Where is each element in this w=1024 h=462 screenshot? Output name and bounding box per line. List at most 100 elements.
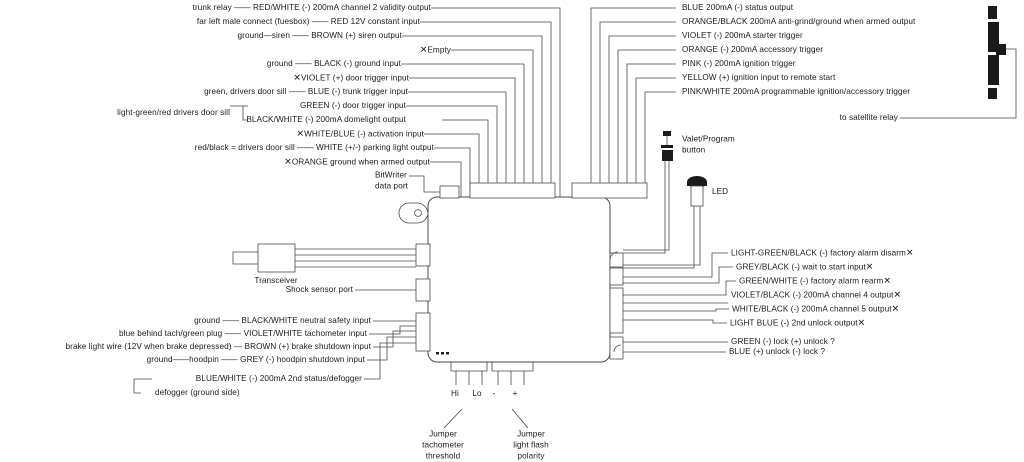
wire-right-6 bbox=[635, 77, 676, 198]
jumper-pin-label-minus: - bbox=[492, 389, 496, 398]
left-bracket-source-text: light-green/red drivers door sill bbox=[117, 108, 230, 117]
left-wire-text-1: RED/WHITE (-) 200mA channel 2 validity o… bbox=[253, 3, 431, 12]
valet-button-body bbox=[662, 150, 673, 161]
left-wire-text-11: WHITE (+/-) parking light output bbox=[316, 143, 434, 152]
bl-source-4: ground——hoodpin bbox=[146, 355, 219, 364]
bottom-left-label-3: brake light wire (12V when brake depress… bbox=[66, 342, 371, 352]
wire-left-12 bbox=[430, 161, 462, 198]
bl-source-2: blue behind tach/green plug bbox=[119, 329, 223, 338]
wire-led-1 bbox=[623, 206, 695, 269]
left-wire-text-12: ORANGE ground when armed output bbox=[291, 157, 430, 167]
right-port-b bbox=[609, 287, 624, 334]
right-mid-text-2: GREY/BLACK (-) wait to start input bbox=[736, 262, 866, 272]
unused-x-icon-rm6: ✕ bbox=[857, 317, 866, 328]
left-wire-label-8: GREEN (-) door trigger input bbox=[300, 101, 406, 111]
jumper-tach-label: Jumper tachometer threshold bbox=[422, 429, 464, 461]
wire-right-5 bbox=[626, 63, 676, 198]
right-top-label-7: PINK/WHITE 200mA programmable ignition/a… bbox=[682, 87, 911, 96]
right-top-label-1: BLUE 200mA (-) status output bbox=[682, 3, 794, 12]
bl-source-1: ground bbox=[194, 316, 221, 325]
left-wire-label-12: ✕ORANGE ground when armed output bbox=[284, 157, 430, 168]
valet-button-cap bbox=[663, 131, 671, 136]
led-label: LED bbox=[712, 187, 729, 196]
left-wire-label-7: green, drivers door sill —— BLUE (-) tru… bbox=[204, 87, 408, 97]
module-body bbox=[427, 196, 611, 363]
left-wire-text-8: GREEN (-) door trigger input bbox=[299, 101, 406, 110]
wire-bl-3 bbox=[373, 330, 416, 348]
satellite-block-2 bbox=[988, 22, 999, 52]
left-wire-text-7: BLUE (-) trunk trigger input bbox=[307, 87, 408, 96]
right-top-label-3: VIOLET (-) 200mA starter trigger bbox=[682, 31, 803, 40]
wire-defogger-bracket bbox=[133, 378, 152, 394]
right-mid-label-3: GREEN/WHITE (-) factory alarm rearm✕ bbox=[739, 276, 891, 287]
left-wire-dash-5: —— bbox=[295, 59, 312, 68]
right-mid-text-5: WHITE/BLACK (-) 200mA channel 5 output bbox=[732, 304, 892, 314]
led-body bbox=[690, 185, 704, 207]
jumper-block-right-outline bbox=[491, 362, 534, 372]
left-wire-source-7: green, drivers door sill bbox=[204, 87, 287, 96]
wire-bl-4 bbox=[367, 336, 416, 361]
wire-rm-3 bbox=[623, 280, 736, 296]
right-mid-label-5: WHITE/BLACK (-) 200mA channel 5 output✕ bbox=[732, 304, 899, 315]
bottom-left-connector bbox=[415, 312, 431, 352]
wire-left-bracket bbox=[230, 105, 248, 121]
left-wire-label-1: trunk relay —— RED/WHITE (-) 200mA chann… bbox=[193, 3, 431, 13]
wire-left-8 bbox=[406, 105, 498, 198]
left-wire-dash-7: —— bbox=[288, 87, 306, 96]
unused-x-icon-rm1: ✕ bbox=[905, 247, 914, 258]
wire-rm-5 bbox=[623, 308, 729, 312]
wire-left-9 bbox=[442, 119, 489, 198]
bl-dash-2: —— bbox=[224, 329, 242, 338]
wire-left-3 bbox=[402, 35, 543, 198]
wire-led-2 bbox=[623, 206, 701, 266]
left-wire-source-3: ground—siren bbox=[237, 31, 290, 40]
wire-right-3 bbox=[608, 35, 676, 198]
wire-bl-5 bbox=[364, 342, 416, 380]
unused-x-icon-rm3: ✕ bbox=[883, 275, 891, 286]
left-wire-label-5: ground —— BLACK (-) ground input bbox=[267, 59, 401, 69]
satellite-block-tab bbox=[996, 44, 1006, 55]
right-mid-label-4: VIOLET/BLACK (-) 200mA channel 4 output✕ bbox=[731, 290, 901, 301]
module-mount-hole bbox=[414, 209, 422, 217]
unused-x-icon-10: ✕ bbox=[296, 128, 305, 139]
right-top-label-6: YELLOW (+) ignition input to remote star… bbox=[682, 73, 836, 82]
transceiver-antenna bbox=[232, 251, 258, 265]
wire-left-5 bbox=[401, 63, 525, 198]
valet-button-label: Valet/Program button bbox=[682, 134, 735, 155]
left-wire-text-10: WHITE/BLUE (-) activation input bbox=[304, 129, 424, 139]
unused-x-icon-4: ✕ bbox=[419, 44, 428, 55]
wire-valet-button bbox=[623, 161, 666, 254]
wire-left-10 bbox=[424, 133, 480, 198]
jumper-pin-label-plus: + bbox=[512, 389, 518, 398]
module-mark-2 bbox=[441, 352, 444, 355]
wire-rm-2 bbox=[623, 266, 733, 284]
right-mid-text-3: GREEN/WHITE (-) factory alarm rearm bbox=[739, 276, 884, 286]
left-wire-text-9: BLACK/WHITE (-) 200mA domelight output bbox=[246, 115, 406, 124]
left-wire-label-3: ground—siren —— BROWN (+) siren output bbox=[238, 31, 402, 41]
transceiver-label: Transceiver bbox=[254, 276, 298, 285]
jumper-tach-leader bbox=[443, 408, 463, 429]
right-mid-text-1: LIGHT-GREEN/BLACK (-) factory alarm disa… bbox=[731, 248, 906, 258]
bl-dash-1: —— bbox=[222, 316, 240, 325]
left-wire-dash-1: —— bbox=[234, 3, 251, 12]
wire-left-11 bbox=[434, 147, 471, 198]
bl-dash-4: —— bbox=[221, 355, 238, 364]
left-wire-source-2: far left male connect (fuesbox) bbox=[196, 17, 310, 26]
wire-left-2 bbox=[420, 21, 552, 198]
left-wire-label-9: BLACK/WHITE (-) 200mA domelight output bbox=[246, 115, 406, 125]
left-wire-text-4: Empty bbox=[427, 45, 451, 55]
wire-right-4 bbox=[617, 49, 676, 198]
wire-satellite-relay bbox=[900, 48, 1017, 119]
right-mid-label-1: LIGHT-GREEN/BLACK (-) factory alarm disa… bbox=[731, 248, 914, 259]
unused-x-icon-6: ✕ bbox=[293, 72, 301, 83]
wire-left-1 bbox=[431, 7, 561, 198]
wire-valet-button-2 bbox=[623, 161, 670, 251]
left-wire-source-5: ground bbox=[266, 59, 293, 68]
left-wire-label-10: ✕WHITE/BLUE (-) activation input bbox=[297, 129, 424, 140]
module-mark-1 bbox=[436, 352, 439, 355]
defogger-label: defogger (ground side) bbox=[155, 388, 240, 397]
right-mid-label-6: LIGHT BLUE (-) 2nd unlock output✕ bbox=[730, 318, 865, 329]
left-wire-source-11: red/black = drivers door sill bbox=[194, 143, 295, 152]
left-wire-dash-11: —— bbox=[297, 143, 314, 152]
